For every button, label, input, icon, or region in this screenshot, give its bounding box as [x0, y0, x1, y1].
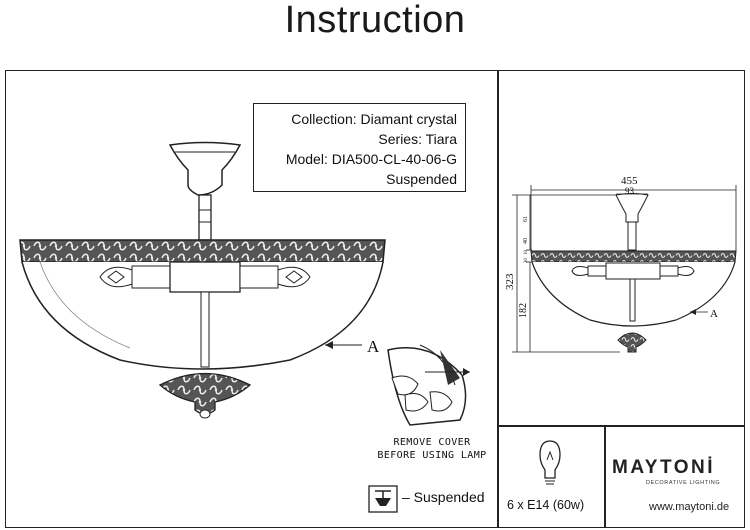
note-line-2: BEFORE USING LAMP — [377, 450, 487, 461]
brand-tagline: DECORATIVE LIGHTING — [646, 480, 721, 486]
lamp-front-view — [19, 141, 386, 419]
bulb-spec: 6 x E14 (60w) — [507, 498, 585, 512]
dimension-lines — [512, 185, 737, 353]
drawing-frame — [5, 70, 745, 528]
dim-band-top: 10 — [524, 250, 529, 256]
model-text: Model: DIA500-CL-40-06-G — [285, 151, 457, 167]
callout-label: A — [367, 337, 380, 356]
small-callout-label: A — [710, 308, 718, 320]
dim-canopy: 93 — [625, 186, 635, 196]
brand-logo: MAYTONİ — [612, 457, 716, 478]
note-line-1: REMOVE COVER — [393, 437, 471, 448]
dim-height: 323 — [504, 273, 516, 290]
divider-vertical — [497, 70, 499, 528]
remove-cover-note: REMOVE COVER BEFORE USING LAMP — [372, 436, 492, 462]
bulb-holder-right — [239, 265, 279, 289]
dim-rod-length: 40 — [523, 238, 529, 244]
bulb-icon — [539, 440, 561, 485]
dim-canopy-height: 61 — [523, 216, 529, 222]
type-text: Suspended — [386, 171, 457, 187]
suspended-label: – Suspended — [402, 489, 485, 505]
page-title: Instruction — [284, 0, 466, 41]
bulb-holder-center — [169, 261, 241, 293]
suspension-rod — [198, 194, 212, 241]
bottom-finial — [158, 372, 252, 415]
ornament-band — [19, 239, 386, 263]
brand-url: www.maytoni.de — [649, 501, 730, 513]
divider-horizontal — [497, 425, 745, 427]
remove-cover-illustration — [387, 344, 470, 426]
dim-band-height: 30 — [524, 258, 529, 264]
model-info-box: Collection: Diamant crystal Series: Tiar… — [253, 103, 466, 192]
divider-bulb-brand — [604, 425, 606, 528]
bulb-holder-left — [131, 265, 171, 289]
bulb-left — [99, 266, 133, 288]
collection-text: Collection: Diamant crystal — [291, 111, 457, 127]
dim-width: 455 — [621, 175, 638, 187]
dim-lower: 182 — [518, 303, 529, 318]
center-rod — [200, 291, 210, 368]
bulb-right — [277, 266, 311, 288]
ceiling-canopy — [168, 141, 242, 196]
lamp-dimension-view — [530, 193, 737, 353]
series-text: Series: Tiara — [378, 131, 457, 147]
suspended-icon — [368, 485, 398, 513]
